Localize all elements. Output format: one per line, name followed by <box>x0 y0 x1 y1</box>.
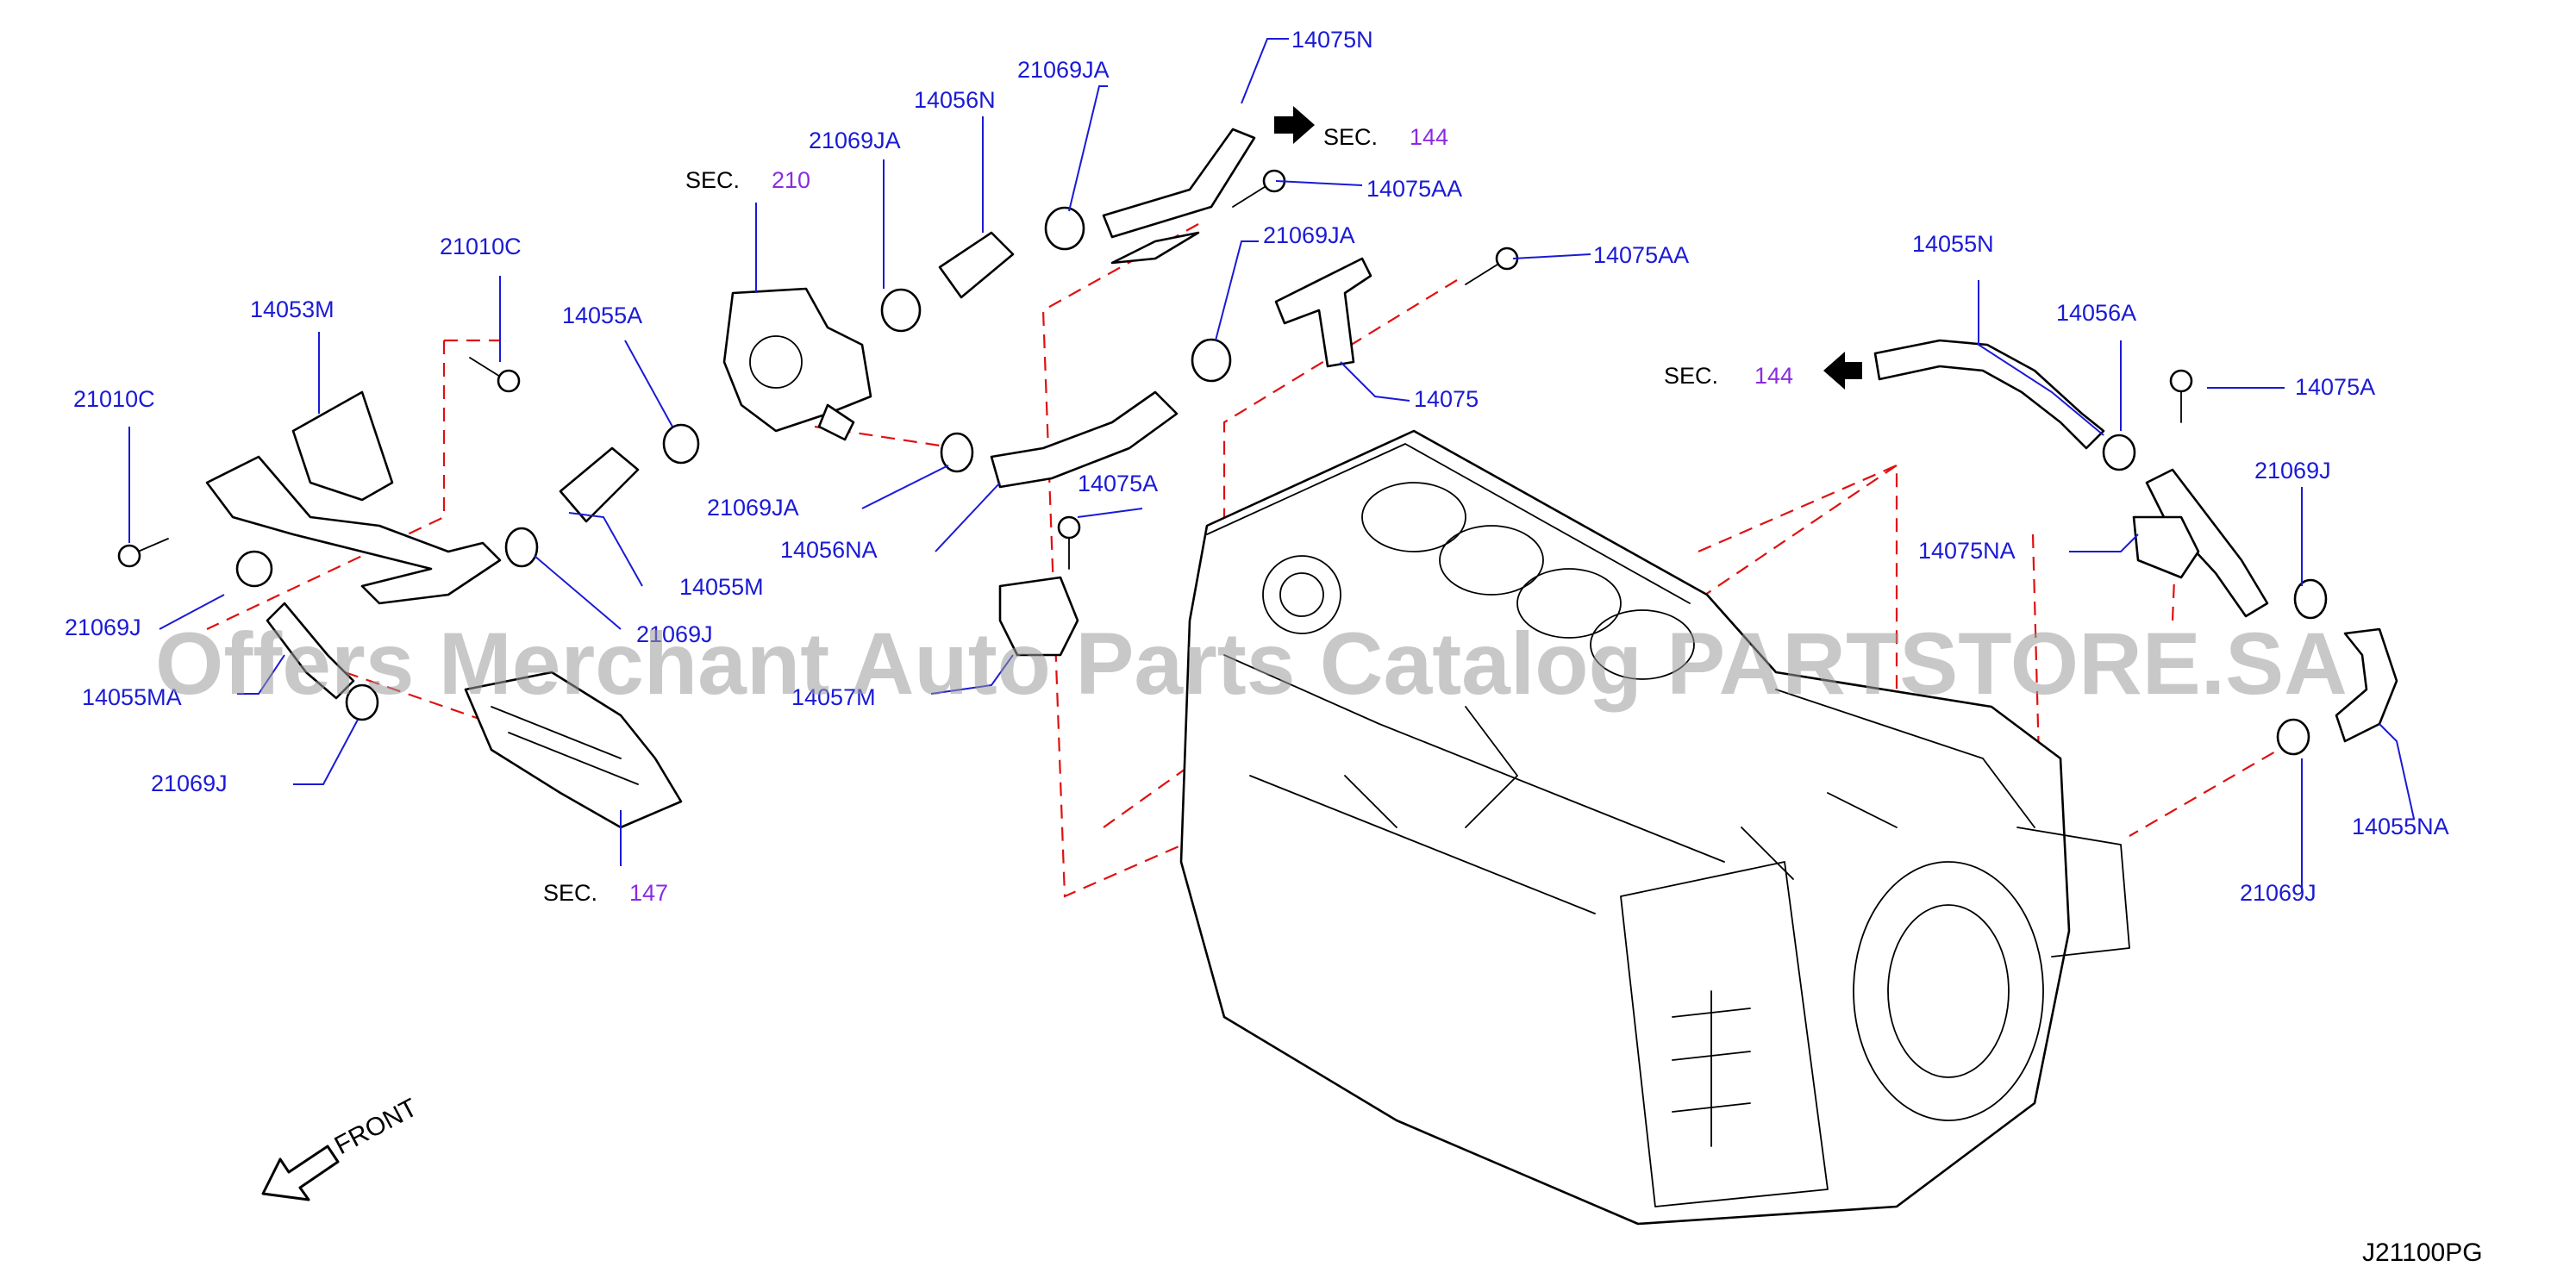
part-label-14055na: 14055NA <box>2352 814 2449 839</box>
leader-lines <box>128 38 2415 892</box>
diagram-code: J21100PG <box>2362 1238 2483 1267</box>
arrow-left-icon <box>1823 352 1862 390</box>
sec-210-word: SEC. <box>685 167 740 193</box>
part-label-21069j-mid: 21069J <box>636 621 713 647</box>
part-label-14055n: 14055N <box>1912 231 1994 257</box>
part-label-21069j-right: 21069J <box>2254 458 2331 484</box>
parts-drawings <box>117 128 2398 829</box>
part-label-21069ja-top: 21069JA <box>1017 57 1110 83</box>
part-label-14055a: 14055A <box>562 303 642 328</box>
section-references: SEC. 144 SEC. 210 SEC. 144 SEC. 147 <box>543 124 1793 906</box>
sec-144-top-word: SEC. <box>1323 124 1378 150</box>
sec-147-number: 147 <box>629 880 668 906</box>
part-label-21010c-left: 21010C <box>73 386 155 412</box>
front-arrow-icon <box>261 1145 340 1201</box>
part-label-14075n: 14075N <box>1291 27 1373 53</box>
part-label-14056na: 14056NA <box>780 537 878 563</box>
part-label-21069ja-mid: 21069JA <box>809 128 901 153</box>
part-label-14056n: 14056N <box>914 87 996 113</box>
part-label-21069j-bottom: 21069J <box>2240 880 2317 906</box>
part-label-14075: 14075 <box>1414 386 1479 412</box>
part-label-14057m: 14057M <box>791 684 876 710</box>
sec-144-right-word: SEC. <box>1664 363 1718 389</box>
arrow-right-icon <box>1274 106 1315 144</box>
part-label-14053m: 14053M <box>250 296 335 322</box>
part-label-21069ja-low: 21069JA <box>707 495 799 521</box>
part-label-14075aa-right: 14075AA <box>1593 242 1689 268</box>
part-label-14075a-right: 14075A <box>2295 374 2375 400</box>
part-label-21010c-top: 21010C <box>440 234 522 259</box>
section-arrows <box>1274 106 1862 390</box>
sec-144-top-number: 144 <box>1410 124 1448 150</box>
part-label-14056a: 14056A <box>2056 300 2136 326</box>
sec-210-number: 210 <box>772 167 810 193</box>
part-label-14075na: 14075NA <box>1918 538 2016 564</box>
part-label-14075a-mid: 14075A <box>1078 471 1158 496</box>
sec-144-right-number: 144 <box>1754 363 1793 389</box>
part-labels: 14075N 21069JA 14056N 21069JA 14075AA 21… <box>65 27 2449 906</box>
part-label-14075aa-top: 14075AA <box>1366 176 1462 202</box>
part-label-21069j-left: 21069J <box>65 615 141 640</box>
sec-147-word: SEC. <box>543 880 597 906</box>
engine-block-transaxle <box>1179 429 2130 1226</box>
part-label-21069ja-right: 21069JA <box>1263 222 1355 248</box>
front-label: FRONT <box>330 1094 422 1161</box>
part-label-21069j-low: 21069J <box>151 771 228 796</box>
part-label-14055ma: 14055MA <box>82 684 182 710</box>
part-label-14055m: 14055M <box>679 574 764 600</box>
watermark-text: Offers Merchant Auto Parts Catalog PARTS… <box>155 615 2348 713</box>
